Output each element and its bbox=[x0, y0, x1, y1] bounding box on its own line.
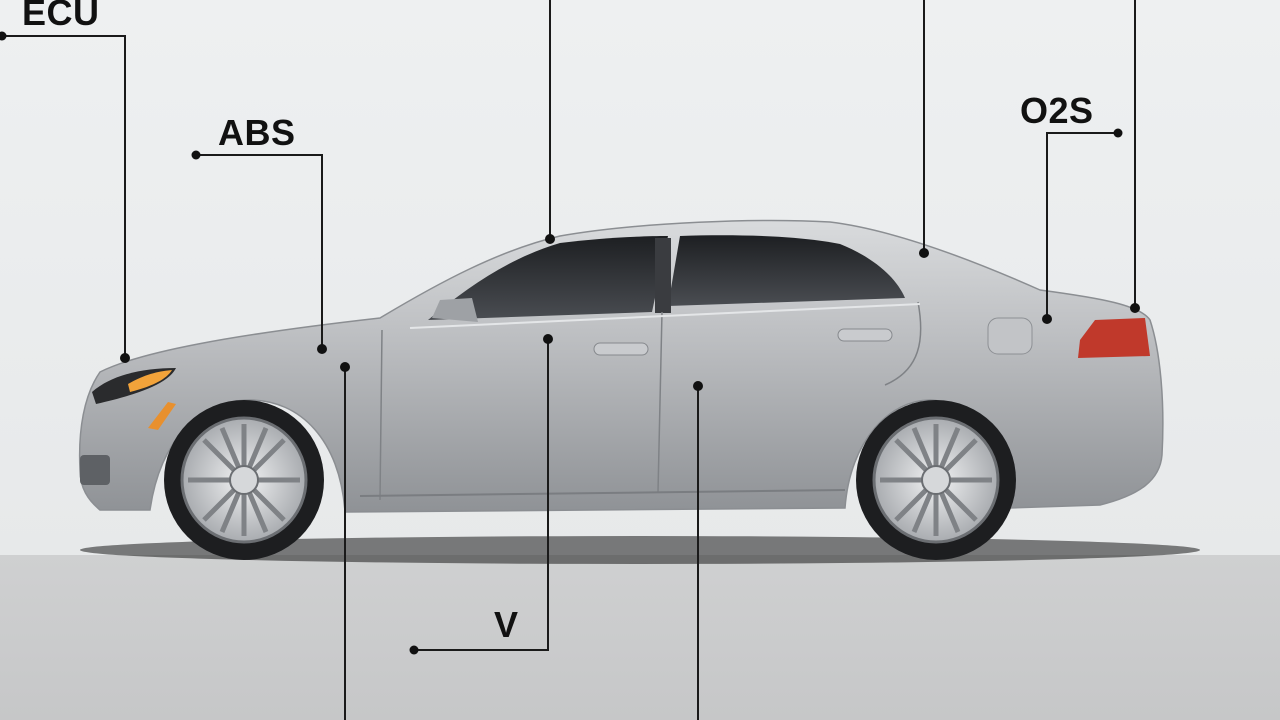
v-leader-line bbox=[414, 339, 549, 651]
abs-leader-line bbox=[196, 154, 323, 349]
o2s-point-dot bbox=[1042, 314, 1052, 324]
ecu-start-dot bbox=[0, 31, 7, 41]
v-label: V bbox=[494, 604, 519, 645]
background-floor bbox=[0, 555, 1280, 720]
fender-dot bbox=[340, 362, 350, 372]
o2s-leader-line bbox=[1046, 132, 1118, 319]
rear-window bbox=[668, 235, 905, 306]
roof-rear-dot bbox=[919, 248, 929, 258]
ecu-label: ECU bbox=[22, 0, 100, 33]
rear-wheel bbox=[856, 400, 1016, 560]
front-wheel bbox=[164, 400, 324, 560]
v-start-dot bbox=[409, 645, 419, 655]
sill-line bbox=[359, 489, 846, 497]
abs-point-dot bbox=[317, 344, 327, 354]
o2s-label: O2S bbox=[1020, 90, 1094, 131]
side-mirror bbox=[432, 298, 478, 322]
rear-edge-dot bbox=[1130, 303, 1140, 313]
abs-label: ABS bbox=[218, 112, 296, 153]
rear-door-line bbox=[884, 301, 922, 386]
taillight bbox=[1078, 318, 1150, 358]
front-door-handle bbox=[593, 342, 649, 356]
fuel-door bbox=[987, 317, 1033, 355]
middle-door-line bbox=[657, 311, 663, 493]
window-pillar bbox=[655, 238, 671, 313]
v-point-dot bbox=[543, 334, 553, 344]
front-marker bbox=[148, 402, 176, 430]
ecu-point-dot bbox=[120, 353, 130, 363]
o2s-start-dot bbox=[1113, 128, 1123, 138]
door-dot bbox=[693, 381, 703, 391]
belt-line bbox=[409, 303, 921, 329]
abs-start-dot bbox=[191, 150, 201, 160]
front-window bbox=[428, 236, 668, 320]
roof-front-dot bbox=[545, 234, 555, 244]
rear-door-handle bbox=[837, 328, 893, 342]
front-door-line bbox=[379, 329, 383, 501]
ecu-leader-line bbox=[2, 35, 126, 358]
grille bbox=[80, 455, 110, 485]
headlight-amber bbox=[128, 370, 172, 392]
